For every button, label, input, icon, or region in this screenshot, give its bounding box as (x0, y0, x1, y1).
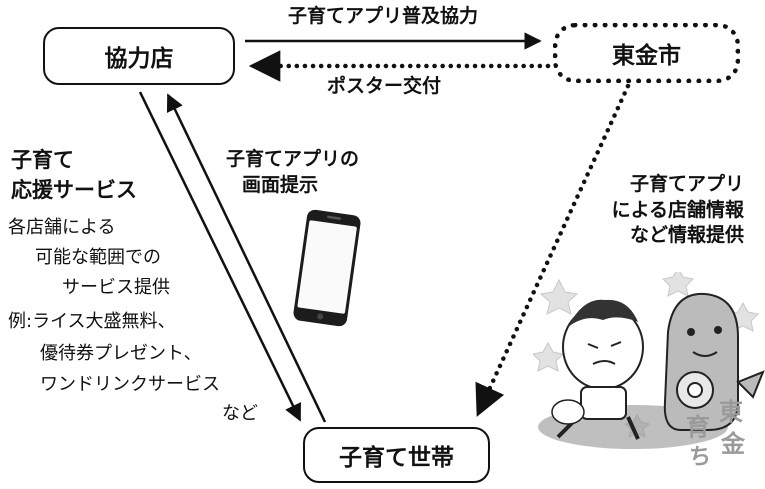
mascot-illustration: 育 東 ち 金 (533, 272, 765, 470)
node-family: 子育て世帯 (303, 427, 490, 483)
label-app-screen-line1: 子育てアプリの (226, 148, 360, 170)
node-family-label: 子育て世帯 (339, 445, 454, 471)
support-line-2: 可能な範囲での (35, 247, 161, 268)
label-info-line2: による店舗情報 (611, 198, 745, 221)
support-line-1: 各店舗による (8, 217, 116, 238)
logo-char-4: 金 (720, 430, 746, 458)
dinosaur-character (663, 292, 765, 431)
support-line-5: 優待券プレゼント、 (40, 343, 202, 364)
label-app-screen-line2: 画面提示 (242, 173, 319, 196)
logo-char-1: 育 (686, 413, 710, 441)
arrow-screen-to-store (166, 93, 327, 423)
label-info-line1: 子育てアプリ (630, 173, 745, 195)
node-store: 協力店 (43, 27, 235, 85)
label-info-provision: 子育てアプリ による店舗情報 など情報提供 (588, 172, 744, 249)
label-poster: ポスター交付 (327, 75, 442, 97)
support-line-3: サービス提供 (62, 277, 170, 298)
arrow-info-to-family (475, 83, 631, 417)
support-line-4: 例:ライス大盛無料、 (8, 311, 176, 332)
mascot-logo: 育 東 ち 金 (686, 398, 746, 470)
node-city: 東金市 (553, 23, 740, 83)
support-title: 子育て 応援サービス (11, 145, 137, 206)
node-city-label: 東金市 (612, 43, 681, 69)
label-info-line3: など情報提供 (630, 224, 745, 247)
logo-char-2: 東 (719, 398, 743, 426)
support-title-line2: 応援サービス (11, 178, 137, 203)
label-app-promotion: 子育てアプリ普及協力 (288, 5, 479, 27)
smartphone-icon (293, 209, 361, 327)
support-title-line1: 子育て (11, 148, 74, 172)
support-line-6: ワンドリンクサービス (40, 374, 220, 395)
label-app-screen: 子育てアプリの 画面提示 (226, 147, 359, 198)
support-line-7: など (222, 403, 258, 424)
node-store-label: 協力店 (104, 46, 174, 72)
boy-character (556, 299, 644, 440)
arrow-service-to-family (138, 91, 302, 422)
logo-char-3: ち (689, 445, 711, 470)
